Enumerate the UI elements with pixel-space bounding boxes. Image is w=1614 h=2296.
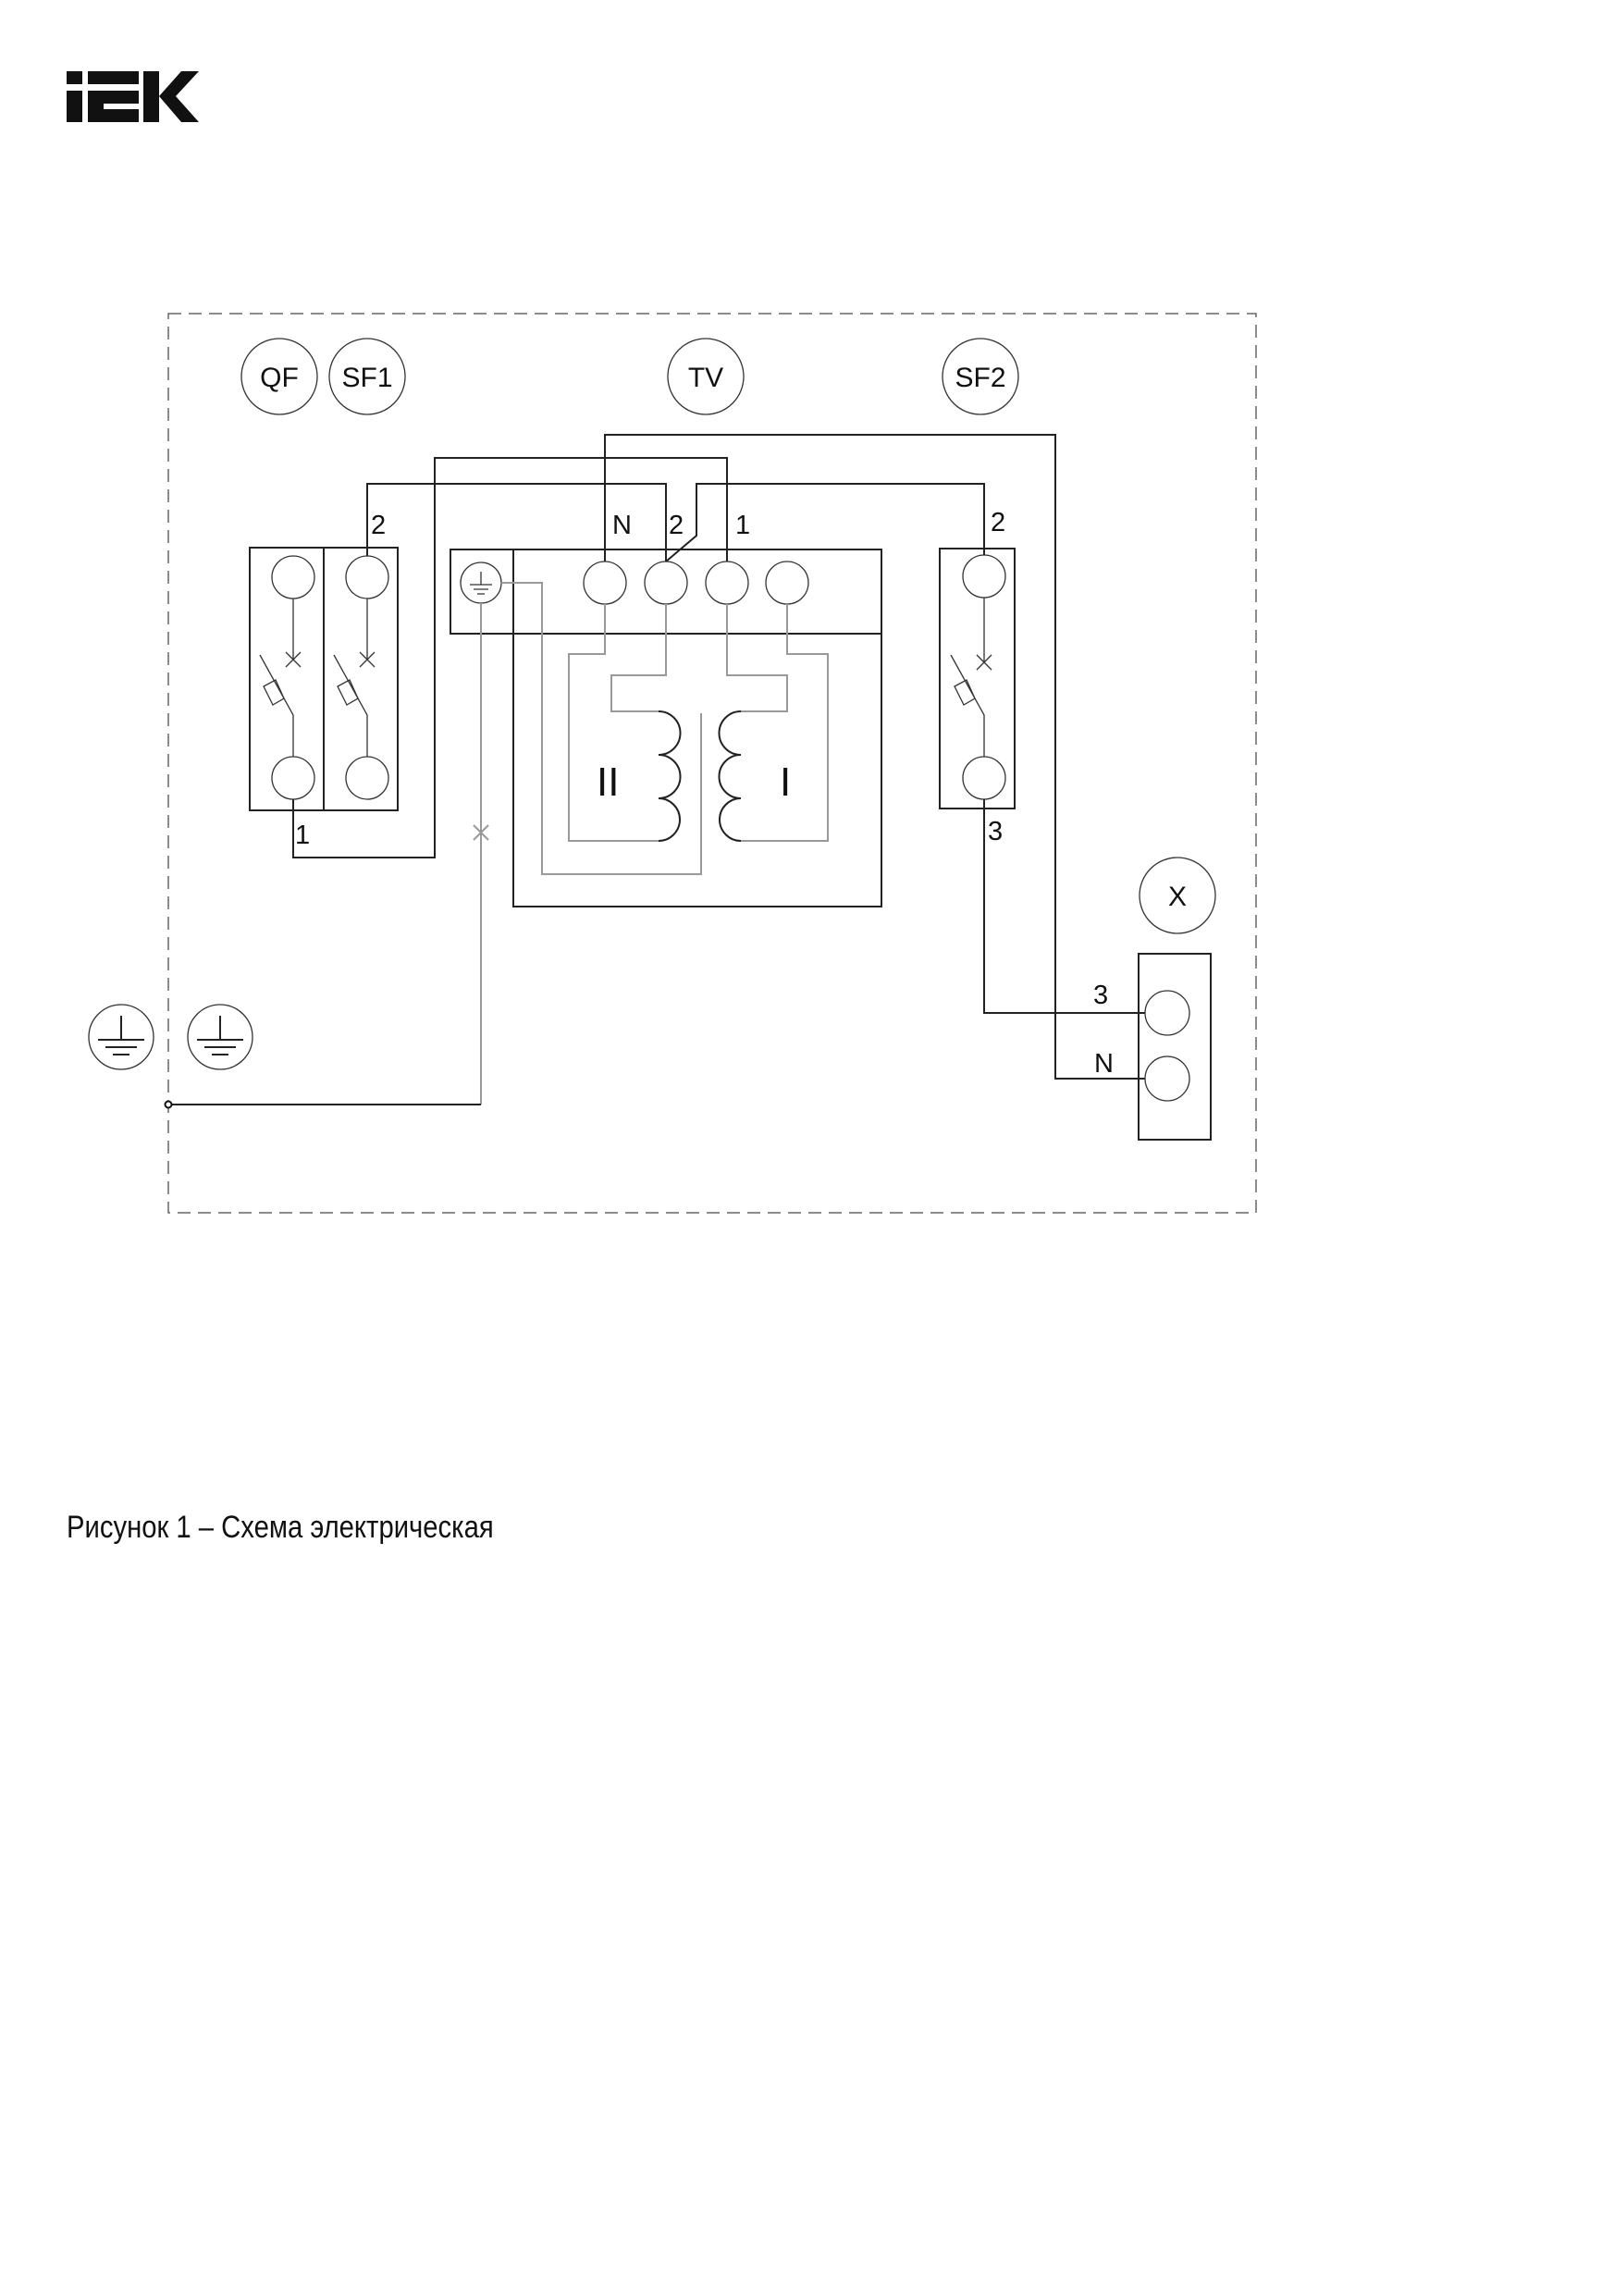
wire-label: 2 bbox=[669, 511, 684, 540]
terminal bbox=[962, 554, 1006, 599]
terminal bbox=[271, 555, 315, 599]
figure-caption: Рисунок 1 – Схема электрическая bbox=[67, 1510, 494, 1545]
breaker-sf2 bbox=[939, 548, 1016, 809]
wire-2-sf1 bbox=[366, 483, 667, 562]
terminal bbox=[644, 561, 688, 605]
designator-sf1: SF1 bbox=[328, 338, 406, 415]
iek-logo bbox=[67, 71, 199, 122]
terminal bbox=[962, 756, 1006, 800]
designator-x-label: X bbox=[1168, 882, 1187, 912]
wire-label: 2 bbox=[371, 511, 386, 540]
terminal bbox=[705, 561, 749, 605]
terminal bbox=[1144, 990, 1190, 1036]
designator-qf: QF bbox=[240, 338, 318, 415]
wire-1 bbox=[292, 457, 728, 858]
core-ground-wire bbox=[501, 582, 702, 875]
terminal bbox=[345, 756, 389, 800]
breaker-qf-sf1 bbox=[249, 547, 399, 811]
enclosure-border bbox=[167, 313, 1257, 1214]
ground-icon bbox=[470, 572, 492, 595]
breaker-sf1 bbox=[333, 555, 389, 800]
wire-label: N bbox=[612, 511, 632, 540]
breaker-qf bbox=[259, 555, 315, 800]
wire-label: 3 bbox=[988, 817, 1003, 846]
wire-2-sf2 bbox=[665, 483, 985, 562]
terminal-block-x bbox=[1138, 953, 1212, 1141]
ground-icon bbox=[187, 1004, 253, 1070]
designator-sf1-label: SF1 bbox=[341, 363, 392, 393]
designator-qf-label: QF bbox=[260, 363, 299, 393]
wire-label: 1 bbox=[735, 511, 750, 540]
terminal bbox=[1144, 1055, 1190, 1102]
transformer-tv: II I bbox=[450, 549, 882, 907]
terminal bbox=[345, 555, 389, 599]
designator-sf2-label: SF2 bbox=[955, 363, 1005, 393]
designator-sf2: SF2 bbox=[942, 338, 1019, 415]
terminal bbox=[765, 561, 809, 605]
wires bbox=[164, 434, 1145, 1109]
winding-primary: I bbox=[718, 604, 829, 842]
wire-label: N bbox=[1094, 1049, 1114, 1079]
designator-tv-label: TV bbox=[688, 363, 723, 393]
winding-secondary-label: II bbox=[597, 759, 619, 805]
terminal bbox=[271, 756, 315, 800]
terminal bbox=[583, 561, 627, 605]
designator-x: X bbox=[1139, 857, 1216, 934]
wire-n bbox=[604, 434, 1145, 1080]
wire-label: 2 bbox=[991, 508, 1005, 537]
winding-secondary: II bbox=[568, 604, 682, 842]
pe-connection-point bbox=[164, 1100, 173, 1109]
designator-tv: TV bbox=[667, 338, 745, 415]
ground-icon bbox=[88, 1004, 154, 1070]
wire-3 bbox=[983, 799, 1145, 1014]
wire-label: 1 bbox=[295, 821, 310, 850]
winding-primary-label: I bbox=[780, 759, 791, 805]
wire-label: 3 bbox=[1093, 981, 1108, 1010]
